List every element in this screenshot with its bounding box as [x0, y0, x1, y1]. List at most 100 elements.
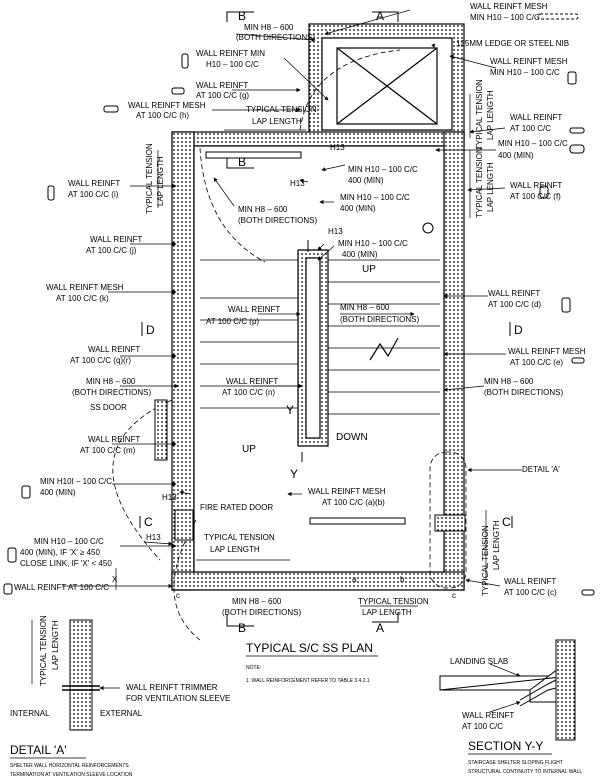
mesh-ab: WALL REINFT MESH	[308, 487, 386, 496]
detail-a-external: EXTERNAL	[100, 709, 143, 718]
section-marker-c-right: C	[502, 515, 511, 529]
tension-bot: TYPICAL TENSION	[358, 597, 429, 606]
h13-c: H13	[328, 227, 343, 236]
x-mark: X	[112, 575, 118, 584]
section-yy-reinft: WALL REINFT	[462, 711, 514, 720]
section-yy-sub-1: STAIRCASE SHELTER SLOPING FLIGHT	[468, 760, 563, 766]
reinft-n: WALL REINFT	[226, 377, 278, 386]
h8-right: MIN H8 – 600	[484, 377, 534, 386]
wall-features	[154, 151, 466, 541]
mesh-k: WALL REINFT MESH	[46, 283, 124, 292]
section-marker-d-left: D	[146, 323, 155, 337]
h10-400-mid3: MIN H10 – 100 C/C	[340, 193, 410, 202]
down-label: DOWN	[336, 432, 368, 443]
dimension-lines	[115, 94, 487, 607]
mesh-k-2: AT 100 C/C (k)	[56, 294, 109, 303]
bar-mark-symbols	[3, 13, 595, 596]
tension-vert-bottom-right: TYPICAL TENSION	[481, 525, 490, 596]
h10-400-mid-2: 400 (MIN)	[348, 176, 384, 185]
h8-top-2: (BOTH DIRECTIONS)	[236, 33, 315, 42]
note-heading: NOTE:	[246, 665, 261, 671]
leader-lines	[62, 9, 522, 589]
h10-cond-3: CLOSE LINK, IF 'X' < 450	[20, 559, 112, 568]
ledge-label: 125MM LEDGE OR STEEL NIB	[456, 39, 569, 48]
a-small: a	[352, 575, 357, 584]
up-bottom: UP	[242, 444, 256, 455]
section-marker-y-top: Y	[286, 403, 294, 417]
plan-title: TYPICAL S/C SS PLAN	[246, 641, 373, 655]
h8-mid-2: (BOTH DIRECTIONS)	[238, 216, 317, 225]
h8-p: MIN H8 – 600	[340, 303, 390, 312]
lap-vert-top-right: LAP LENGTH	[486, 90, 495, 140]
detail-a-internal: INTERNAL	[10, 709, 50, 718]
section-yy-title: SECTION Y-Y	[468, 739, 543, 753]
h10-400-mid: MIN H10 – 100 C/C	[348, 165, 418, 174]
up-top: UP	[362, 264, 376, 275]
reinft-f-2: AT 100 C/C (f)	[510, 192, 561, 201]
lap-vert-mid-right: LAP LENGTH	[486, 162, 495, 212]
h13-a: H13	[330, 143, 345, 152]
mesh-e-2: AT 100 C/C (e)	[510, 358, 563, 367]
h10-cond-2: 400 (MIN), IF 'X' ≥ 450	[20, 548, 100, 557]
h10-400-stair: MIN H10 – 100 C/C	[338, 239, 408, 248]
lap-bot-left: LAP LENGTH	[210, 545, 260, 554]
section-yy-sub-2: STRUCTURAL CONTINUITY TO INTERNAL WALL	[468, 769, 582, 775]
title-block: TYPICAL S/C SS PLAN NOTE: 1. WALL REINFO…	[246, 641, 378, 684]
mesh-e: WALL REINFT MESH	[508, 347, 586, 356]
reinft-left-bot: WALL REINFT AT 100 C/C	[14, 583, 109, 592]
h8-right-2: (BOTH DIRECTIONS)	[484, 388, 563, 397]
tension-top: TYPICAL TENSION	[246, 105, 317, 114]
reinft-p-2: AT 100 C/C (p)	[206, 317, 259, 326]
stair-treads	[200, 259, 440, 415]
section-marker-y-bottom: Y	[290, 467, 298, 481]
detail-a-sub-2: TERMINATION AT VENTILATION SLEEVE LOCATI…	[10, 772, 133, 778]
plan-walls	[171, 23, 465, 591]
reinft-d: WALL REINFT	[488, 289, 540, 298]
reinft-p: WALL REINFT	[228, 305, 280, 314]
detail-a-ref: DETAIL 'A'	[522, 465, 560, 474]
reinft-g-2: AT 100 C/C (g)	[196, 91, 249, 100]
h8-left: MIN H8 – 600	[86, 377, 136, 386]
h10i-left: MIN H10I – 100 C/C	[40, 477, 112, 486]
b-small: b	[400, 575, 405, 584]
fire-door: FIRE RATED DOOR	[200, 503, 273, 512]
reinft-g: WALL REINFT	[196, 81, 248, 90]
reinft-qr: WALL REINFT	[88, 345, 140, 354]
mesh-h: WALL REINFT MESH	[128, 101, 206, 110]
plan-annotations: A B B D D C C B A Y Y WALL REINFT MESH M…	[14, 2, 586, 635]
detail-a-lap: LAP LENGTH	[51, 620, 60, 670]
h10-cond: MIN H10 – 100 C/C	[34, 537, 104, 546]
h10-400-right-2: 400 (MIN)	[498, 151, 534, 160]
reinft-n-2: AT 100 C/C (n)	[222, 388, 275, 397]
c-small: c	[452, 591, 456, 600]
reinft-c-2: AT 100 C/C (c)	[504, 588, 557, 597]
h8-bottom: MIN H8 – 600	[232, 597, 282, 606]
reinft-right-top: WALL REINFT	[510, 113, 562, 122]
h8-mid: MIN H8 – 600	[238, 205, 288, 214]
lap-bot: LAP LENGTH	[362, 608, 412, 617]
h13-d: H13	[162, 493, 177, 502]
h10i-left-2: 400 (MIN)	[40, 488, 76, 497]
wall-mesh-top-2: MIN H10 – 100 C/C	[470, 13, 540, 22]
detail-a-trimmer-2: FOR VENTILATION SLEEVE	[126, 694, 230, 703]
reinft-i-2: AT 100 C/C (i)	[68, 190, 119, 199]
section-marker-b-bottom: B	[238, 621, 246, 635]
section-marker-b-top: B	[238, 9, 246, 23]
section-markers	[139, 11, 513, 627]
section-yy-landing: LANDING SLAB	[450, 657, 508, 666]
ss-door: SS DOOR	[90, 403, 127, 412]
section-marker-c-left: C	[144, 515, 153, 529]
h8-p-2: (BOTH DIRECTIONS)	[340, 315, 419, 324]
note-text: 1. WALL REINFORCEMENT REFER TO TABLE 3.4…	[246, 678, 370, 684]
h10-400-mid3-2: 400 (MIN)	[340, 204, 376, 213]
wall-min-h10-2: H10 – 100 C/C	[206, 60, 259, 69]
section-marker-a-bottom: A	[376, 621, 384, 635]
lap-vert-left: LAP LENGTH	[156, 156, 165, 206]
reinft-right-top-2: AT 100 C/C	[510, 124, 551, 133]
reinft-j-2: AT 100 C/C (j)	[86, 246, 137, 255]
mesh-ab-2: AT 100 C/C (a)(b)	[322, 498, 385, 507]
detail-a-sub-1: SHELTER WALL HORIZONTAL REINFORCEMENTS	[10, 763, 129, 769]
section-yy-reinft-2: AT 100 C/C	[462, 722, 503, 731]
h10-400-right: MIN H10 – 100 C/C	[498, 139, 568, 148]
